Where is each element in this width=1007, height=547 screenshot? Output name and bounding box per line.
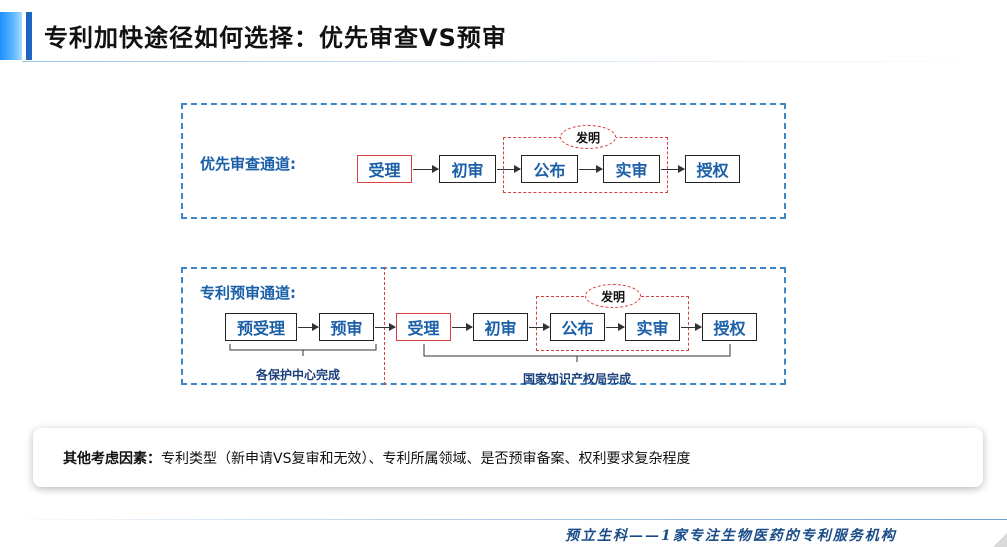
footer-line (0, 519, 1007, 520)
left-brace (229, 344, 377, 356)
preexam-invention-badge: 发明 (585, 284, 641, 308)
page-title: 专利加快途径如何选择：优先审查VS预审 (44, 24, 507, 52)
factors-heading: 其他考虑因素： (63, 450, 161, 467)
preexam-arrow-5 (606, 323, 625, 331)
priority-arrow-1 (413, 165, 439, 173)
preexam-step-grant: 授权 (702, 313, 757, 341)
priority-step-accept: 受理 (357, 155, 412, 183)
preexam-arrow-2 (375, 323, 396, 331)
preexam-arrow-4 (529, 323, 550, 331)
preexam-step-pre-accept: 预受理 (225, 313, 297, 341)
title-underline (22, 61, 1007, 62)
priority-step-grant: 授权 (685, 155, 740, 183)
title-accent-stripe (26, 12, 32, 60)
priority-lane-label: 优先审查通道: (200, 155, 296, 173)
priority-step-preliminary: 初审 (439, 155, 496, 183)
priority-invention-badge: 发明 (560, 125, 616, 149)
preexam-arrow-6 (681, 323, 702, 331)
preexam-step-substantive: 实审 (625, 313, 680, 341)
preexam-divider (384, 267, 385, 385)
right-brace-caption: 国家知识产权局完成 (523, 372, 632, 386)
page-corner-fold (993, 533, 1007, 547)
preexam-step-pre-exam: 预审 (319, 313, 374, 341)
priority-step-publish: 公布 (521, 155, 578, 183)
title-bar: 专利加快途径如何选择：优先审查VS预审 (0, 12, 1007, 62)
preexam-lane-label: 专利预审通道: (200, 284, 296, 302)
preexam-arrow-3 (452, 323, 473, 331)
factors-text: 专利类型（新申请VS复审和无效）、专利所属领域、是否预审备案、权利要求复杂程度 (161, 450, 691, 467)
preexam-step-publish: 公布 (550, 313, 605, 341)
priority-step-substantive: 实审 (603, 155, 660, 183)
priority-arrow-2 (497, 165, 521, 173)
priority-arrow-3 (579, 165, 603, 173)
preexam-step-preliminary: 初审 (473, 313, 528, 341)
preexam-arrow-1 (298, 323, 319, 331)
left-brace-caption: 各保护中心完成 (256, 368, 341, 382)
right-brace (423, 344, 731, 362)
preexam-step-accept: 受理 (396, 313, 451, 341)
factors-card: 其他考虑因素： 专利类型（新申请VS复审和无效）、专利所属领域、是否预审备案、权… (33, 428, 983, 487)
priority-lane-frame (181, 103, 786, 219)
footer-tagline: 预立生科——1家专注生物医药的专利服务机构 (565, 528, 897, 544)
preexam-lane-frame (181, 267, 786, 385)
title-accent-gradient (0, 12, 22, 60)
priority-arrow-4 (661, 165, 685, 173)
